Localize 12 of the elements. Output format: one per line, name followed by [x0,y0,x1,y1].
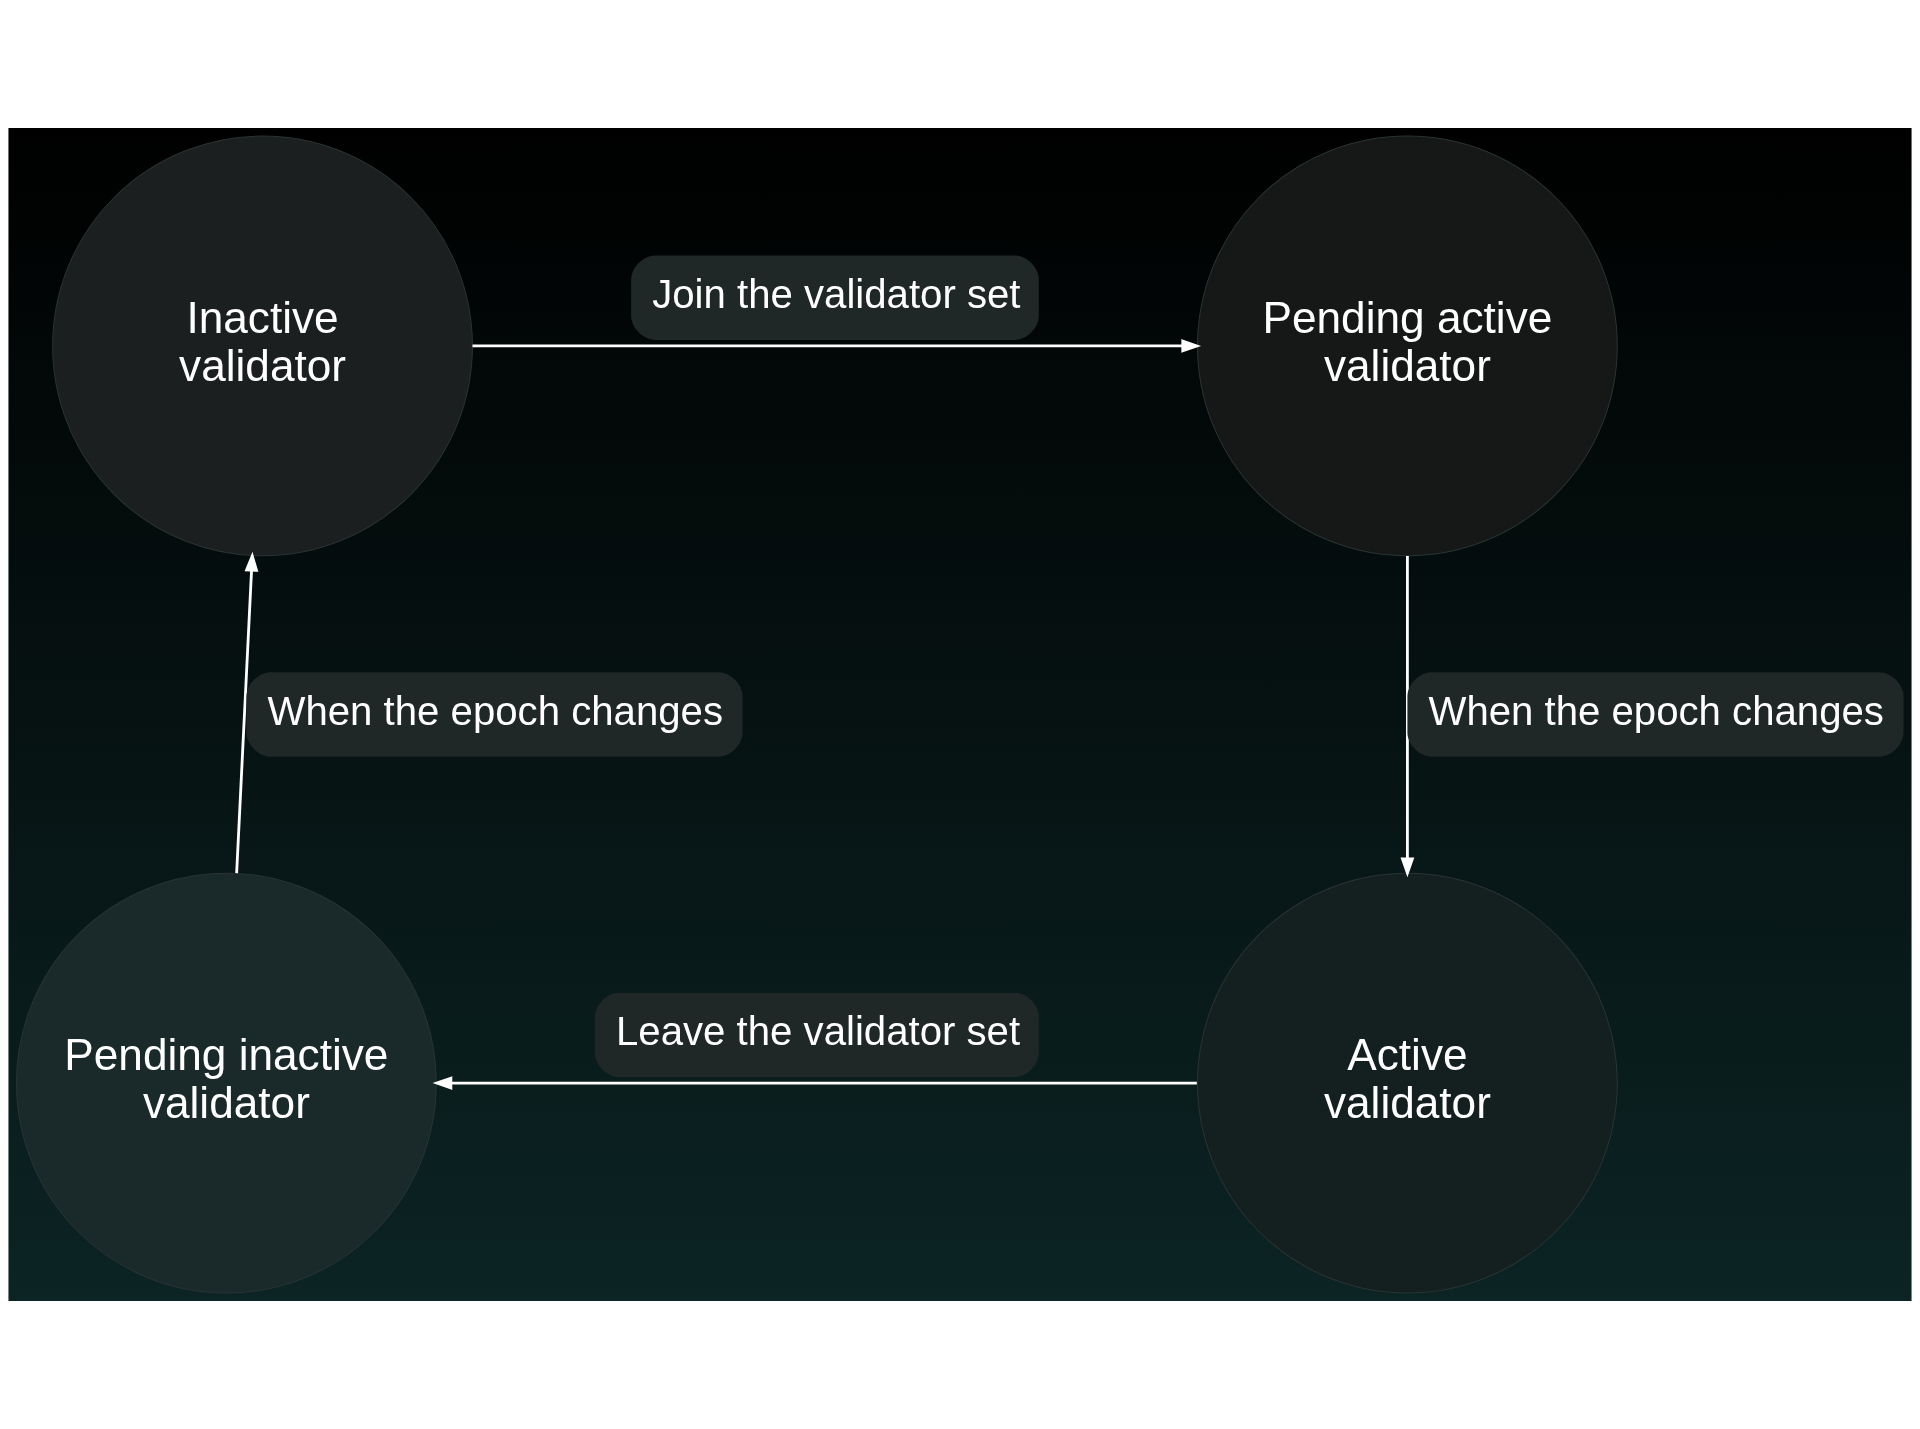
node-circle: Pending inactive validator [16,872,437,1294]
edge-label: When the epoch changes [1428,688,1884,734]
edge-label: Join the validator set [652,271,1021,317]
node-circle: Inactive validator [52,135,473,557]
arrow [1400,556,1415,878]
node-circle: Active validator [1197,872,1618,1294]
arrow [432,1076,1197,1090]
node-circle: Pending active validator [1197,135,1618,557]
edge-label: When the epoch changes [267,688,723,734]
arrow [235,551,259,874]
edge-label: Leave the validator set [616,1008,1021,1054]
arrow [472,339,1202,353]
